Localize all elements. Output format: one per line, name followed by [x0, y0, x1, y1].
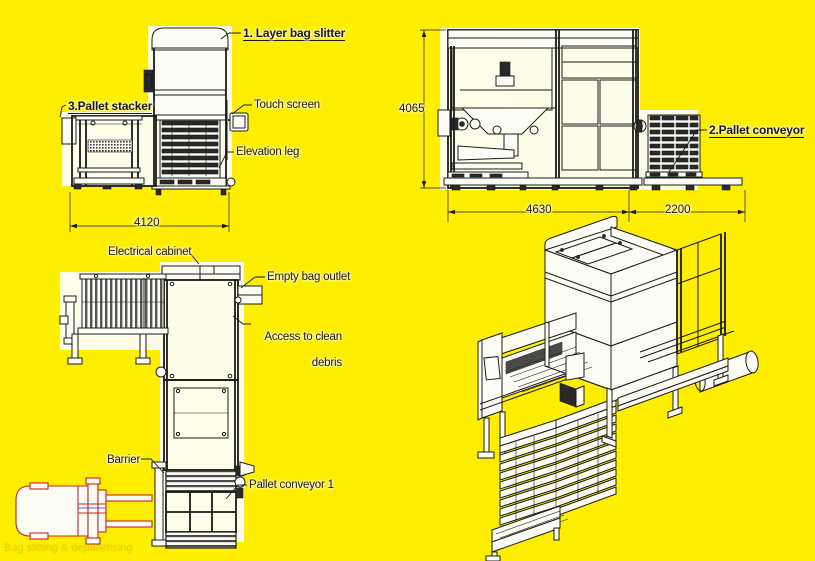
label-empty-bag-outlet: Empty bag outlet [267, 271, 351, 283]
label-pallet-conveyor: 2.Pallet conveyor [709, 123, 805, 138]
touch-screen-assembly-left [226, 100, 249, 160]
label-touch-screen: Touch screen [254, 99, 320, 111]
dimension-value-4065: 4065 [399, 103, 425, 115]
dimension-value-4120: 4120 [134, 217, 160, 229]
label-access-line2: debris [311, 356, 342, 369]
view-bottom-left-plan [15, 251, 265, 549]
label-pallet-stacker: 3.Pallet stacker [68, 99, 153, 114]
roller-conveyor-module [59, 273, 169, 365]
view-top-right-front-elevation [420, 28, 746, 222]
label-barrier: Barrier [107, 454, 141, 466]
label-access-to-clean-debris: Access to clean debris [253, 318, 342, 395]
label-pallet-conveyor-1: Pallet conveyor 1 [249, 479, 334, 491]
pallet-conveyor-1-module [151, 461, 255, 549]
label-elevation-leg: Elevation leg [236, 146, 300, 158]
leader-lines-bottom-left [141, 251, 265, 500]
base-frame-3d [544, 321, 729, 448]
dimension-4120 [69, 192, 230, 232]
dimension-value-4630: 4630 [526, 204, 552, 216]
outfeed-conveyor-3d [485, 505, 569, 561]
forklift-outline [15, 477, 153, 545]
leader-lines-top-left [59, 32, 252, 169]
dimension-4630-2200 [447, 190, 746, 222]
pallet-stack-left [159, 119, 221, 179]
guard-frame-3d [676, 232, 726, 355]
footer-trace-text: Bag slitting & depalletising [4, 542, 133, 554]
pallet-stacker-module [61, 115, 157, 190]
label-electrical-cabinet: Electrical cabinet [108, 246, 192, 258]
view-bottom-right-isometric [477, 215, 759, 561]
label-access-line1: Access to clean [264, 330, 342, 343]
dimension-value-2200: 2200 [665, 204, 691, 216]
dimension-4065 [420, 29, 446, 189]
view-top-left-side-elevation [59, 26, 252, 232]
label-layer-bag-slitter: 1. Layer bag slitter [243, 26, 346, 41]
